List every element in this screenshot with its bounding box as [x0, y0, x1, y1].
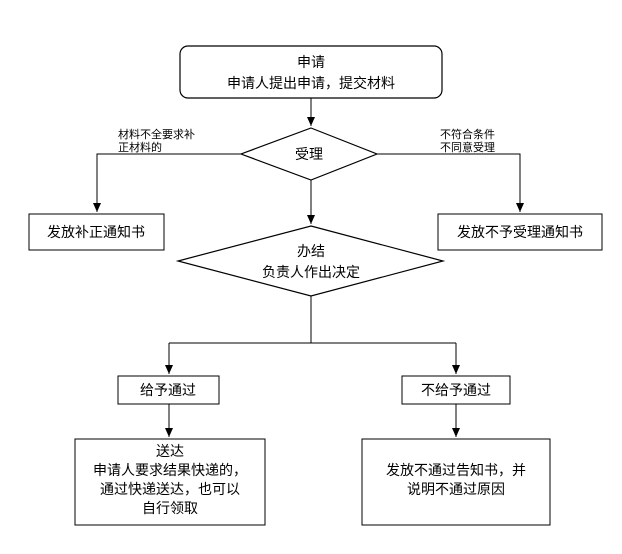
node-reject-notice-label: 发放不予受理通知书 [457, 224, 583, 241]
node-deny-notice: 发放不通过告知书，并 说明不通过原因 [361, 438, 551, 526]
node-correction-notice-label: 发放补正通知书 [47, 224, 145, 241]
node-decide: 办结 负责人作出决定 [175, 225, 446, 297]
node-correction-notice: 发放补正通知书 [28, 213, 165, 251]
node-deny-label: 不给予通过 [421, 383, 491, 399]
node-deny-notice-line2: 说明不通过原因 [407, 482, 505, 498]
node-reject-notice: 发放不予受理通知书 [437, 213, 603, 251]
node-approve-label: 给予通过 [140, 383, 196, 399]
node-deliver-line4: 自行领取 [142, 501, 198, 517]
node-approve: 给予通过 [117, 375, 220, 405]
node-decide-desc: 负责人作出决定 [262, 265, 360, 281]
node-apply-title: 申请 [297, 55, 325, 71]
node-apply-desc: 申请人提出申请，提交材料 [227, 75, 395, 92]
node-deny-notice-line1: 发放不通过告知书，并 [386, 462, 526, 479]
node-deliver: 送达 申请人要求结果快递的， 通过快递送达，也可以 自行领取 [74, 438, 266, 526]
edge-accept-to-reject [377, 153, 524, 212]
edge-label-incomplete-2: 正材料的 [118, 140, 162, 154]
node-apply: 申请 申请人提出申请，提交材料 [179, 45, 443, 99]
node-deliver-line2: 申请人要求结果快递的， [93, 463, 247, 479]
node-deliver-line1: 送达 [156, 444, 184, 460]
node-decide-title: 办结 [297, 244, 325, 260]
node-accept-label: 受理 [295, 147, 323, 163]
node-deny: 不给予通过 [401, 375, 511, 405]
connectors [93, 98, 524, 437]
edge-label-noncompliant-1: 不符合条件 [440, 127, 495, 141]
edge-accept-to-correction [93, 153, 241, 212]
node-accept: 受理 [239, 127, 379, 181]
edge-label-noncompliant-2: 不同意受理 [440, 140, 495, 154]
node-deliver-line3: 通过快递送达，也可以 [100, 482, 240, 498]
edge-label-incomplete-1: 材料不全要求补 [118, 127, 195, 141]
